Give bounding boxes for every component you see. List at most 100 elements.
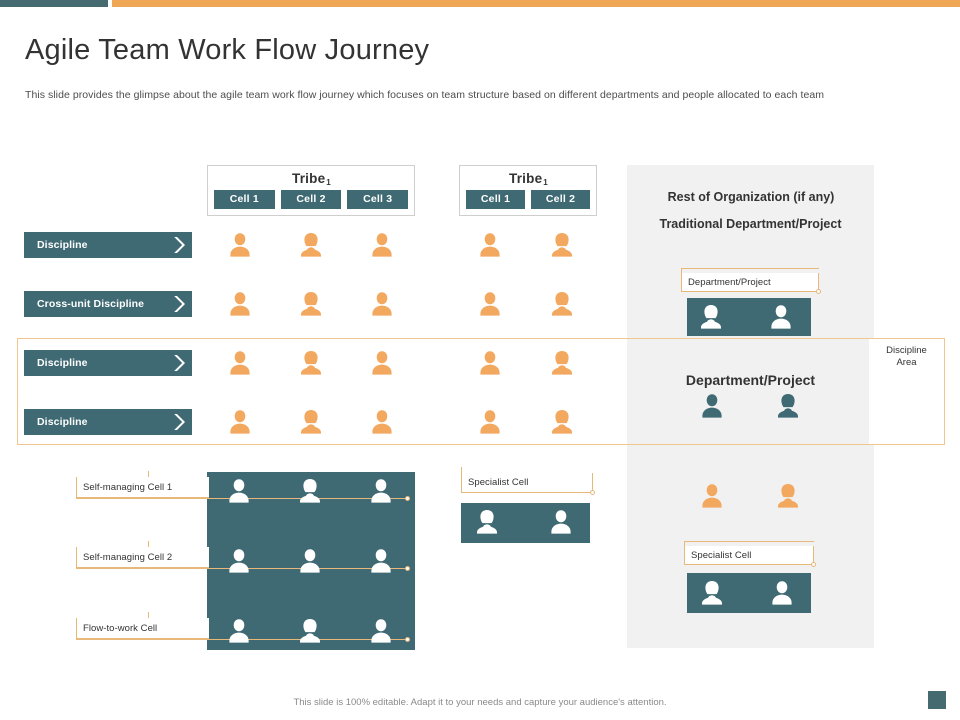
rest-of-organization-heading-line2: Traditional Department/Project: [659, 217, 842, 231]
self-managing-person-icon-r2-c1: [226, 547, 252, 575]
panel-orange-person-icon-2: [775, 482, 801, 510]
self-managing-person-icon-r1-c3: [368, 477, 394, 505]
tribe-1-cell-1[interactable]: Cell 1: [214, 190, 275, 209]
person-icon-r4-c3: [369, 408, 395, 436]
person-icon-r1-c1: [227, 231, 253, 259]
person-icon-r2-c2: [298, 290, 324, 318]
page-subtitle: This slide provides the glimpse about th…: [25, 89, 825, 101]
self-managing-person-icon-r1-c1: [226, 477, 252, 505]
flow-to-work-cell-label: Flow-to-work Cell: [83, 622, 158, 634]
tribe-2-cell-2[interactable]: Cell 2: [531, 190, 590, 209]
self-managing-person-icon-r2-c2: [297, 547, 323, 575]
discipline-area-line1: Discipline: [886, 345, 927, 356]
self-managing-person-icon-r3-c1: [226, 617, 252, 645]
specialist-right-callout-topline: [684, 541, 814, 542]
discipline-bar-3[interactable]: Discipline: [24, 350, 192, 376]
person-icon-r2-c5: [549, 290, 575, 318]
specialist-middle-person-icon-2: [548, 508, 574, 536]
tribe-1-cell-3[interactable]: Cell 3: [347, 190, 409, 209]
chevron-right-icon: [166, 291, 192, 317]
person-icon-r3-c1: [227, 349, 253, 377]
person-icon-r3-c5: [549, 349, 575, 377]
chevron-right-icon: [166, 350, 192, 376]
person-icon-r2-c1: [227, 290, 253, 318]
person-icon-r3-c4: [477, 349, 503, 377]
specialist-cell-callout-right-label: Specialist Cell: [691, 549, 752, 561]
department-big-person-icon-2: [775, 392, 801, 420]
rest-of-organization-panel: [627, 165, 874, 648]
specialist-right-person-icon-1: [699, 579, 725, 607]
discipline-area-outline: [17, 338, 945, 445]
flow-to-work-cell-tick: [148, 612, 149, 618]
tribe-1-cell-row: Cell 1 Cell 2 Cell 3: [214, 190, 409, 209]
person-icon-r2-c3: [369, 290, 395, 318]
discipline-bar-1[interactable]: Discipline: [24, 232, 192, 258]
specialist-middle-person-icon-1: [474, 508, 500, 536]
tribe-2-cell-row: Cell 1 Cell 2: [466, 190, 590, 209]
discipline-bar-2-label: Cross-unit Discipline: [37, 298, 145, 310]
chevron-right-icon: [166, 409, 192, 435]
specialist-right-callout-dot: [811, 562, 816, 567]
discipline-bar-4-label: Discipline: [37, 416, 88, 428]
tribe-2-title-sub: 1: [543, 178, 548, 187]
flow-to-work-cell-callout[interactable]: Flow-to-work Cell: [76, 618, 209, 639]
rest-of-organization-heading-line1: Rest of Organization (if any): [667, 190, 835, 204]
person-icon-r1-c5: [549, 231, 575, 259]
discipline-area-line2: Area: [896, 356, 917, 368]
panel-orange-person-icon-1: [699, 482, 725, 510]
tribe-1-cell-2[interactable]: Cell 2: [280, 190, 342, 209]
department-callout-tick: [681, 268, 682, 275]
department-big-person-icon-1: [699, 392, 725, 420]
tribe-2-box[interactable]: Tribe1 Cell 1 Cell 2: [459, 165, 597, 216]
tribe-2-title: Tribe1: [466, 171, 590, 187]
department-person-icon-2: [768, 303, 794, 331]
tribe-2-title-text: Tribe: [509, 171, 543, 186]
person-icon-r1-c3: [369, 231, 395, 259]
self-managing-person-icon-r3-c2: [297, 617, 323, 645]
discipline-bar-2[interactable]: Cross-unit Discipline: [24, 291, 192, 317]
specialist-right-callout-tick: [684, 541, 685, 548]
person-icon-r1-c4: [477, 231, 503, 259]
top-accent-orange-segment: [112, 0, 960, 7]
specialist-cell-callout-middle[interactable]: Specialist Cell: [461, 473, 593, 493]
department-project-callout[interactable]: Department/Project: [681, 273, 819, 292]
specialist-middle-callout-tick: [461, 467, 462, 473]
footer-accent-square: [928, 691, 946, 709]
discipline-bar-4[interactable]: Discipline: [24, 409, 192, 435]
self-managing-person-icon-r2-c3: [368, 547, 394, 575]
tribe-1-title-sub: 1: [326, 178, 331, 187]
self-managing-cell-2-label: Self-managing Cell 2: [83, 551, 173, 563]
specialist-right-person-icon-2: [769, 579, 795, 607]
person-icon-r4-c1: [227, 408, 253, 436]
self-managing-cell-1-dot: [405, 496, 410, 501]
self-managing-person-icon-r1-c2: [297, 477, 323, 505]
discipline-bar-1-label: Discipline: [37, 239, 88, 251]
top-accent-teal-segment: [0, 0, 108, 7]
self-managing-cell-2-tick: [148, 541, 149, 547]
person-icon-r4-c5: [549, 408, 575, 436]
footer-note: This slide is 100% editable. Adapt it to…: [293, 697, 667, 708]
self-managing-cell-2-dot: [405, 566, 410, 571]
tribe-2-cell-1[interactable]: Cell 1: [466, 190, 525, 209]
person-icon-r1-c2: [298, 231, 324, 259]
department-project-callout-label: Department/Project: [688, 276, 771, 288]
specialist-cell-callout-middle-label: Specialist Cell: [468, 477, 529, 488]
department-project-heading: Department/Project: [685, 372, 816, 388]
tribe-1-title-text: Tribe: [292, 171, 326, 186]
person-icon-r4-c4: [477, 408, 503, 436]
specialist-cell-callout-right[interactable]: Specialist Cell: [684, 546, 814, 565]
specialist-middle-callout-dot: [590, 490, 595, 495]
discipline-bar-3-label: Discipline: [37, 357, 88, 369]
self-managing-cell-1-label: Self-managing Cell 1: [83, 481, 173, 493]
person-icon-r3-c2: [298, 349, 324, 377]
page-title: Agile Team Work Flow Journey: [25, 34, 430, 66]
tribe-1-box[interactable]: Tribe1 Cell 1 Cell 2 Cell 3: [207, 165, 415, 216]
top-accent-bar: [0, 0, 960, 7]
self-managing-cell-1-tick: [148, 471, 149, 477]
department-callout-dot: [816, 289, 821, 294]
self-managing-cell-1-callout[interactable]: Self-managing Cell 1: [76, 477, 209, 498]
self-managing-cell-2-callout[interactable]: Self-managing Cell 2: [76, 547, 209, 568]
person-icon-r2-c4: [477, 290, 503, 318]
